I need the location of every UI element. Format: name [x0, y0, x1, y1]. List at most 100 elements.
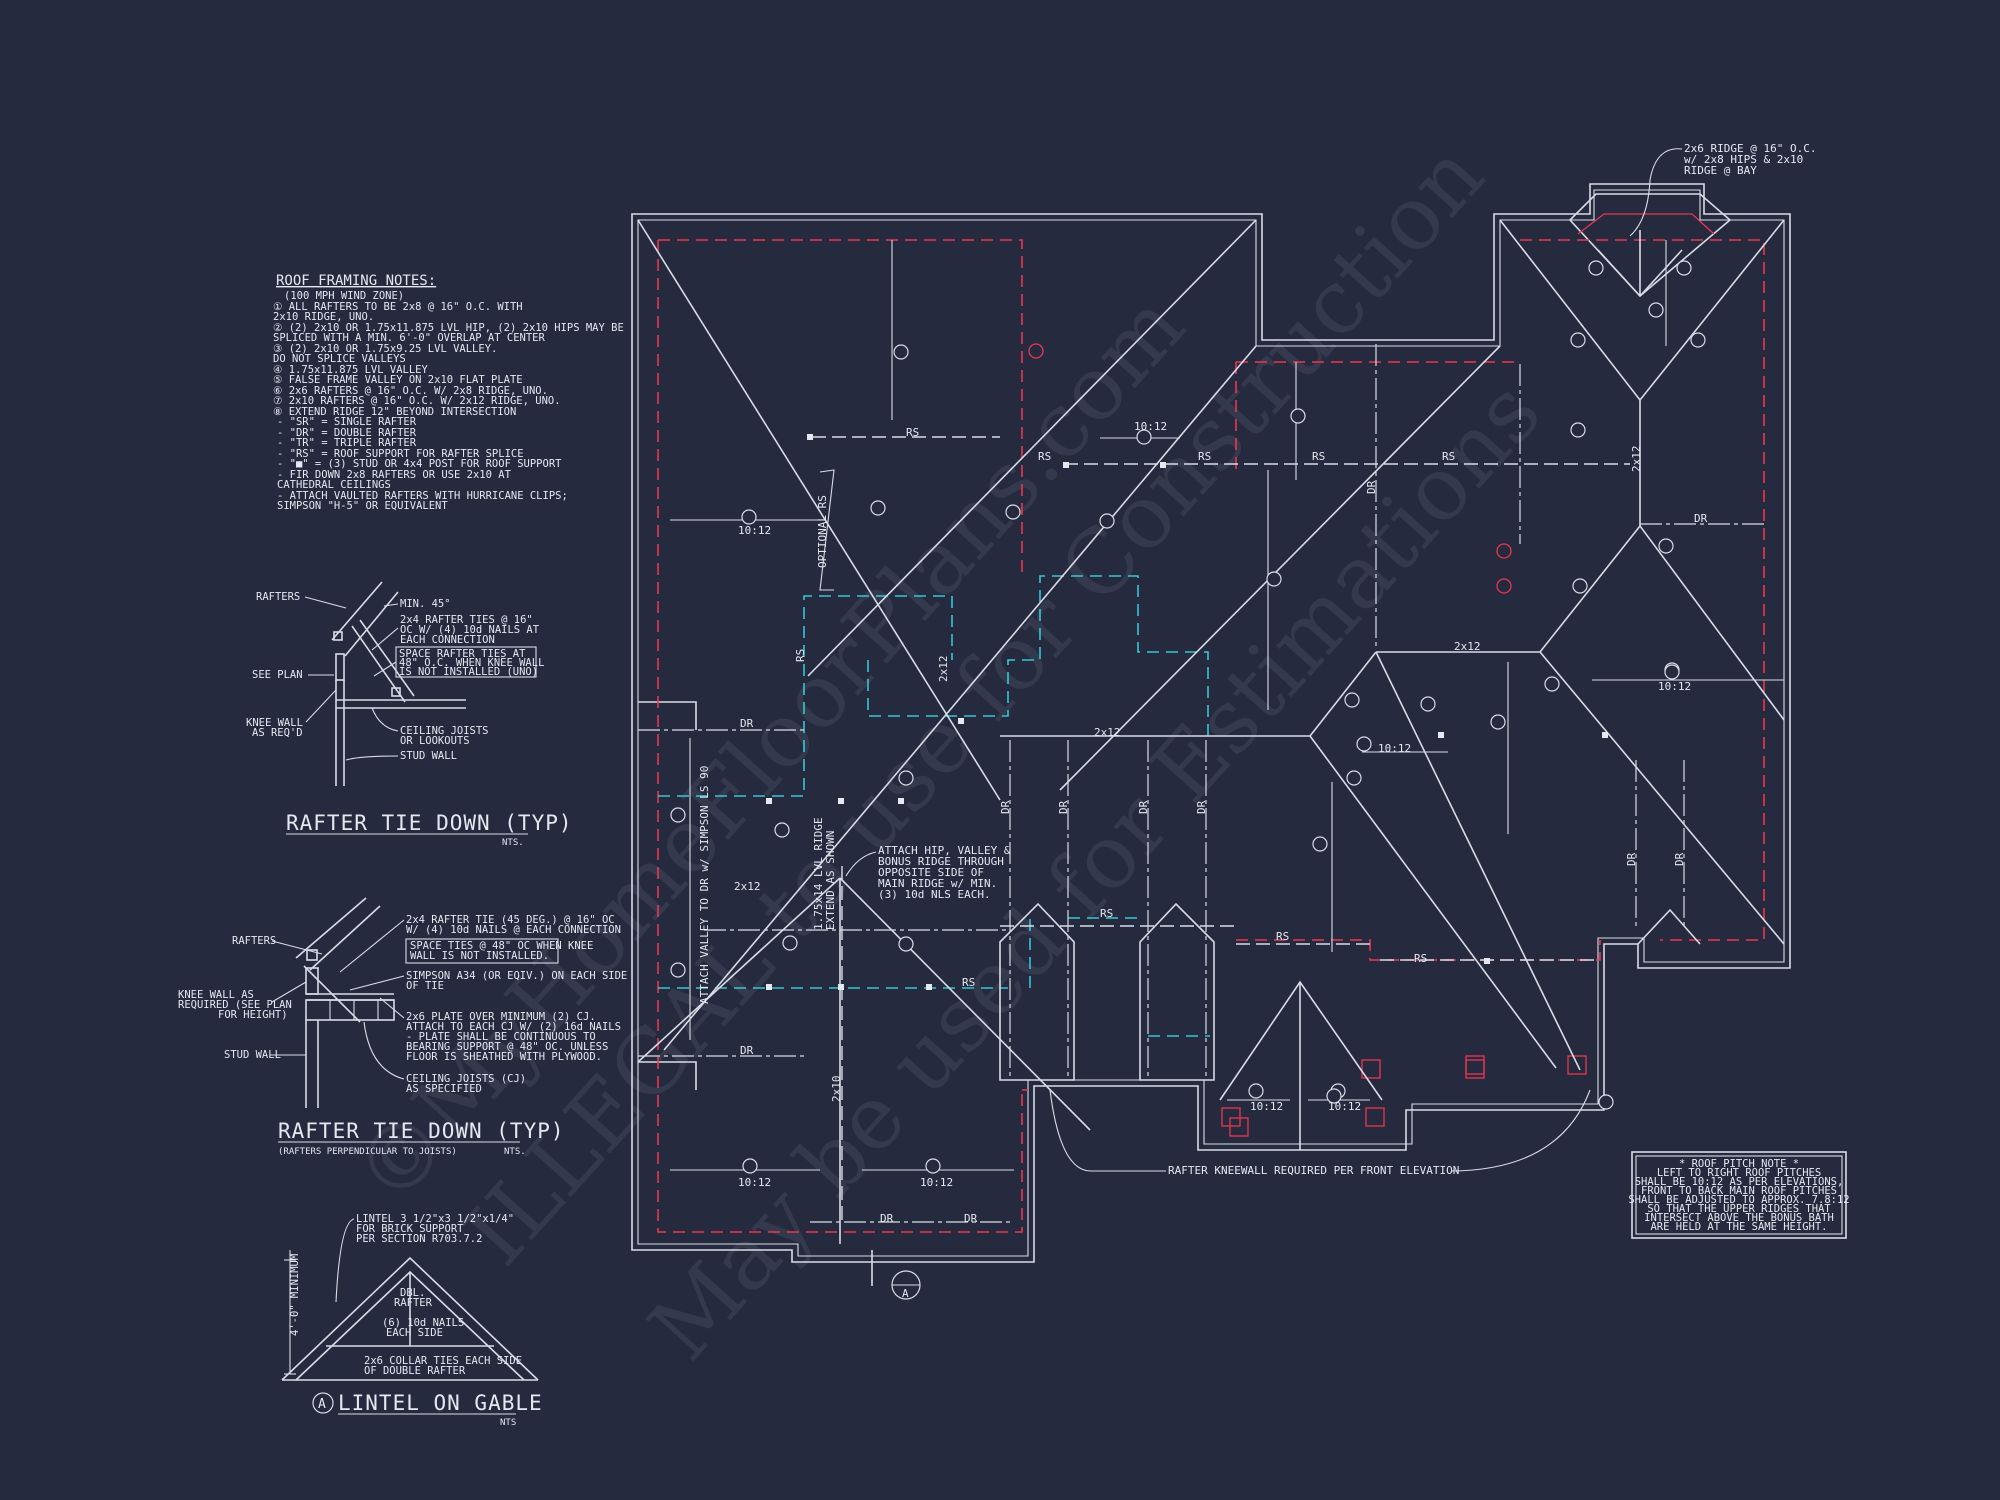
leader-line [373, 661, 397, 677]
balloon [1572, 578, 1588, 594]
balloon [1346, 770, 1362, 786]
pitch-note-inner-box [1635, 1155, 1843, 1235]
gable-front [1219, 980, 1383, 1101]
balloon [1326, 1088, 1342, 1104]
callout-balloons [670, 260, 1706, 1174]
support-posts [766, 434, 1608, 990]
leader-line [845, 851, 877, 877]
label-lintel: PER SECTION R703.7.2 [356, 1233, 482, 1245]
balloon [898, 936, 914, 952]
rafter-tie [359, 619, 415, 697]
notes-line: - ATTACH VAULTED RAFTERS WITH HURRICANE … [277, 490, 568, 502]
label-plate: FLOOR IS SHEATHED WITH PLYWOOD. [406, 1051, 602, 1063]
balloon [925, 1158, 941, 1174]
leader-line [339, 919, 405, 973]
ridge-note: 2x6 RIDGE @ 16" O.C. [1684, 142, 1816, 155]
notes-line: - "SR" = SINGLE RAFTER [277, 416, 417, 428]
notes-line: ⑥ 2x6 RAFTERS @ 16" O.C. W/ 2x8 RIDGE, U… [273, 385, 548, 397]
hip-line [1639, 525, 1785, 721]
balloon [741, 509, 757, 525]
pitch-note-line: SHALL BE 10:12 AS PER ELEVATIONS, [1635, 1176, 1844, 1188]
hip-line [637, 219, 1001, 801]
post-marker [766, 984, 772, 990]
notes-line: DO NOT SPLICE VALLEYS [273, 353, 406, 365]
kneewall-note: RAFTER KNEEWALL REQUIRED PER FRONT ELEVA… [1168, 1164, 1459, 1177]
dormer-outline [999, 902, 1075, 1081]
label-dr: DR [964, 1212, 978, 1225]
post-marker [766, 798, 772, 804]
roof-pitch-note: * ROOF PITCH NOTE * LEFT TO RIGHT ROOF P… [1628, 1151, 1850, 1239]
label-rafter-ties: EACH CONNECTION [400, 634, 495, 646]
notes-line: - "RS" = ROOF SUPPORT FOR RAFTER SPLICE [277, 448, 524, 460]
label-collar-ties: OF DOUBLE RAFTER [364, 1365, 466, 1377]
balloon [1648, 302, 1664, 318]
hip-line [1375, 651, 1581, 1071]
post-marker [838, 798, 844, 804]
balloon [1136, 429, 1152, 445]
balloon [1570, 422, 1586, 438]
label-rs: RS [906, 426, 919, 439]
dr-lines [638, 344, 1764, 1223]
notes-line: ④ 1.75x11.875 LVL VALLEY [273, 364, 428, 376]
balloon [1312, 836, 1328, 852]
balloon [1598, 1094, 1614, 1110]
hip-line [637, 877, 841, 1063]
leader-line [363, 1021, 405, 1080]
roof-support-square [1465, 1059, 1485, 1079]
leader-line [271, 981, 307, 1003]
pitch-note-line: ARE HELD AT THE SAME HEIGHT. [1650, 1221, 1827, 1233]
label-collar-ties: 2x6 COLLAR TIES EACH SIDE [364, 1355, 522, 1367]
label-pitch: 10:12 [920, 1176, 953, 1189]
label-rafter-ties: 2x4 RAFTER TIES @ 16" [400, 614, 533, 626]
label-rafters: RAFTERS [232, 935, 276, 947]
label-rafters: RAFTERS [256, 591, 300, 603]
detail-marker-a [312, 1392, 334, 1414]
label-simpson: OF TIE [406, 980, 444, 992]
label-size: 2x12 [1454, 640, 1481, 653]
notes-line: ① ALL RAFTERS TO BE 2x8 @ 16" O.C. WITH [273, 301, 523, 313]
label-pitch: 10:12 [1134, 420, 1167, 433]
detail-lintel-on-gable: 4'-0" MINIMUM LINTEL 3 1/2"x3 1/2"x1/4" … [281, 1213, 542, 1428]
bay-v [1597, 230, 1683, 298]
label-nails: (6) 10d NAILS [382, 1317, 464, 1329]
label-pitch: 10:12 [1250, 1100, 1283, 1113]
roof-support-circle [1496, 543, 1512, 559]
rafter-line [331, 581, 383, 641]
post-marker [1063, 462, 1069, 468]
label-knee-wall: KNEE WALL AS [178, 989, 254, 1001]
roof-support-square [1221, 1107, 1241, 1127]
label-size: 2x10 [830, 1076, 843, 1103]
notes-line: SPLICED WITH A MIN. 6'-0" OVERLAP AT CEN… [273, 332, 546, 344]
knee-wall [305, 967, 319, 995]
label-plate: - PLATE SHALL BE CONTINUOUS TO [406, 1031, 596, 1043]
notes-line: ③ (2) 2x10 OR 1.75x9.25 LVL VALLEY. [273, 343, 497, 355]
detail3-scale: NTS [500, 1418, 516, 1428]
notes-line: SIMPSON "H-5" OR EQUIVALENT [277, 500, 448, 512]
post-marker [898, 798, 904, 804]
pitch-note-line: SO THAT THE UPPER RIDGES THAT [1647, 1203, 1831, 1215]
label-ceiling-joists: AS SPECIFIED [406, 1083, 482, 1095]
attach-note: BONUS RIDGE THROUGH [878, 855, 1004, 868]
hip-line [1309, 735, 1557, 1069]
pitch-note-line: LEFT TO RIGHT ROOF PITCHES [1657, 1167, 1821, 1179]
leader-line [383, 603, 399, 607]
roof-support-circle [1496, 578, 1512, 594]
label-rs: RS [794, 649, 807, 662]
balloon [1248, 1083, 1264, 1099]
space-note-box [405, 938, 559, 964]
leader-line [304, 596, 347, 609]
roof-framing-notes: ROOF FRAMING NOTES: (100 MPH WIND ZONE) … [273, 273, 624, 512]
balloon [1490, 714, 1506, 730]
balloon [1676, 260, 1692, 276]
label-knee-wall: KNEE WALL [246, 717, 303, 729]
label-knee-wall: FOR HEIGHT) [218, 1009, 288, 1021]
notes-line: - "■" = (3) STUD OR 4x4 POST FOR ROOF SU… [277, 458, 562, 470]
notes-line: ⑤ FALSE FRAME VALLEY ON 2x10 FLAT PLATE [273, 374, 523, 386]
post-marker [1438, 732, 1444, 738]
post-marker [926, 984, 932, 990]
balloon [1658, 538, 1674, 554]
label-rs: RS [1198, 450, 1211, 463]
leader-line [349, 975, 405, 991]
roof-support-square [1229, 1117, 1249, 1137]
